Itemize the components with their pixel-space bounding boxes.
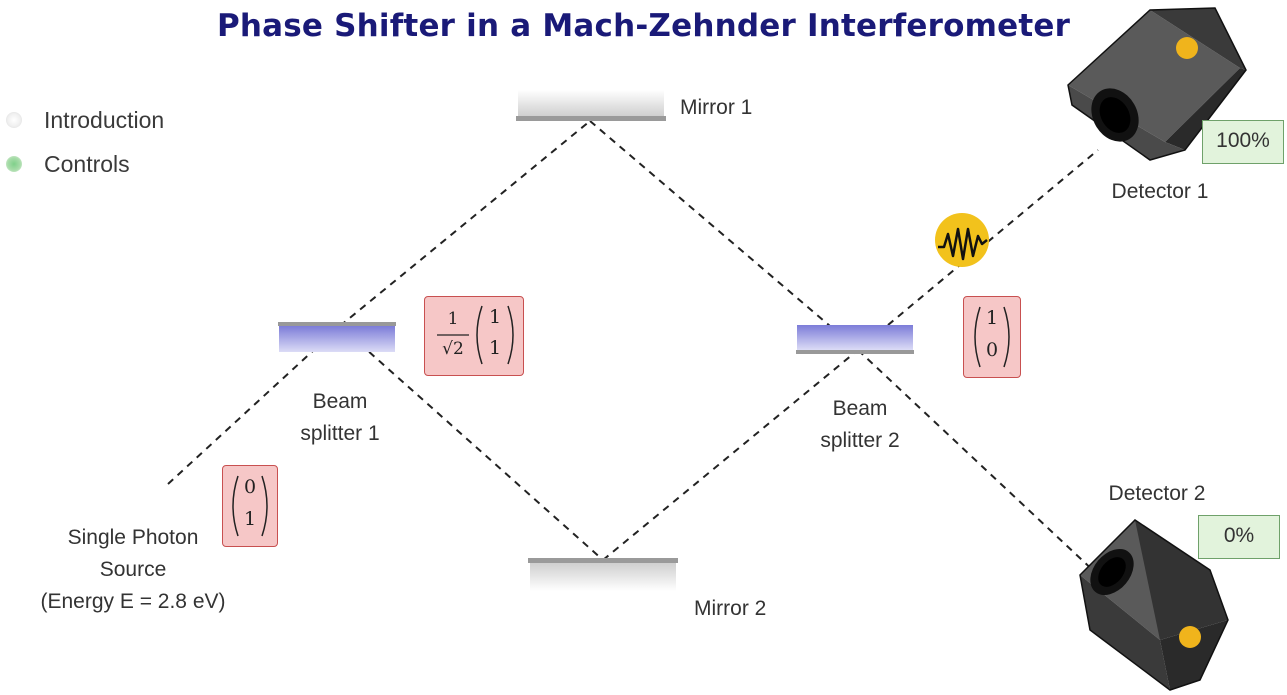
radio-dot-icon bbox=[6, 112, 22, 128]
nav-item-introduction[interactable]: Introduction bbox=[6, 98, 164, 142]
radio-dot-active-icon bbox=[6, 156, 22, 172]
beam-mirror1-to-bs2 bbox=[589, 120, 859, 351]
detector-2-icon[interactable] bbox=[1079, 519, 1229, 691]
detector-1-icon[interactable] bbox=[1067, 7, 1247, 161]
nav-label-introduction: Introduction bbox=[44, 106, 165, 133]
vector-bs1-prefactor-den: √2 bbox=[442, 339, 464, 359]
state-vector-after-bs1: 1 √2 1 1 bbox=[424, 296, 524, 376]
state-vector-after-bs2: 1 0 bbox=[963, 296, 1021, 378]
detector-1-percent: 100% bbox=[1202, 120, 1284, 164]
source-label-line3: (Energy E = 2.8 eV) bbox=[40, 590, 226, 613]
mirror-1-label: Mirror 1 bbox=[680, 96, 753, 119]
vector-source-bottom: 1 bbox=[243, 508, 257, 530]
vector-bs1-bottom: 1 bbox=[488, 337, 502, 359]
beam-bs2-to-detector2 bbox=[857, 349, 1099, 576]
bs2-label-line1: Beam bbox=[832, 397, 888, 420]
beam-splitter-1[interactable] bbox=[278, 322, 396, 352]
photon-source-label: Single Photon Source (Energy E = 2.8 eV) bbox=[18, 522, 248, 618]
nav-item-controls[interactable]: Controls bbox=[6, 142, 164, 186]
mirror-2-label: Mirror 2 bbox=[694, 597, 767, 620]
page-title: Phase Shifter in a Mach-Zehnder Interfer… bbox=[216, 8, 1071, 44]
side-nav: Introduction Controls bbox=[6, 98, 164, 186]
vector-bs2-bottom: 0 bbox=[985, 339, 999, 361]
beam-splitter-1-label: Beam splitter 1 bbox=[280, 386, 400, 450]
beam-splitter-2[interactable] bbox=[796, 325, 914, 354]
beam-bs1-to-mirror2 bbox=[339, 325, 604, 561]
mirror-1[interactable] bbox=[516, 90, 666, 121]
source-label-line2: Source bbox=[99, 558, 167, 581]
nav-label-controls: Controls bbox=[44, 150, 130, 177]
bs1-label-line2: splitter 1 bbox=[300, 422, 380, 445]
detector-1-label: Detector 1 bbox=[1111, 180, 1209, 203]
state-vector-source: 0 1 bbox=[222, 465, 278, 547]
mirror-2[interactable] bbox=[528, 558, 678, 591]
detector-2-percent: 0% bbox=[1198, 515, 1280, 559]
beam-mirror2-to-bs2 bbox=[602, 349, 859, 561]
bs1-label-line1: Beam bbox=[312, 390, 368, 413]
source-label-line1: Single Photon bbox=[67, 526, 199, 549]
vector-bs2-top: 1 bbox=[985, 307, 999, 329]
beam-splitter-2-label: Beam splitter 2 bbox=[800, 393, 920, 457]
detector-2-label: Detector 2 bbox=[1108, 482, 1206, 505]
vector-source-top: 0 bbox=[243, 476, 257, 498]
vector-bs1-top: 1 bbox=[488, 306, 502, 328]
photon-icon bbox=[935, 213, 989, 267]
bs2-label-line2: splitter 2 bbox=[820, 429, 900, 452]
vector-bs1-prefactor-num: 1 bbox=[447, 309, 459, 329]
beam-bs1-to-mirror1 bbox=[339, 120, 591, 327]
